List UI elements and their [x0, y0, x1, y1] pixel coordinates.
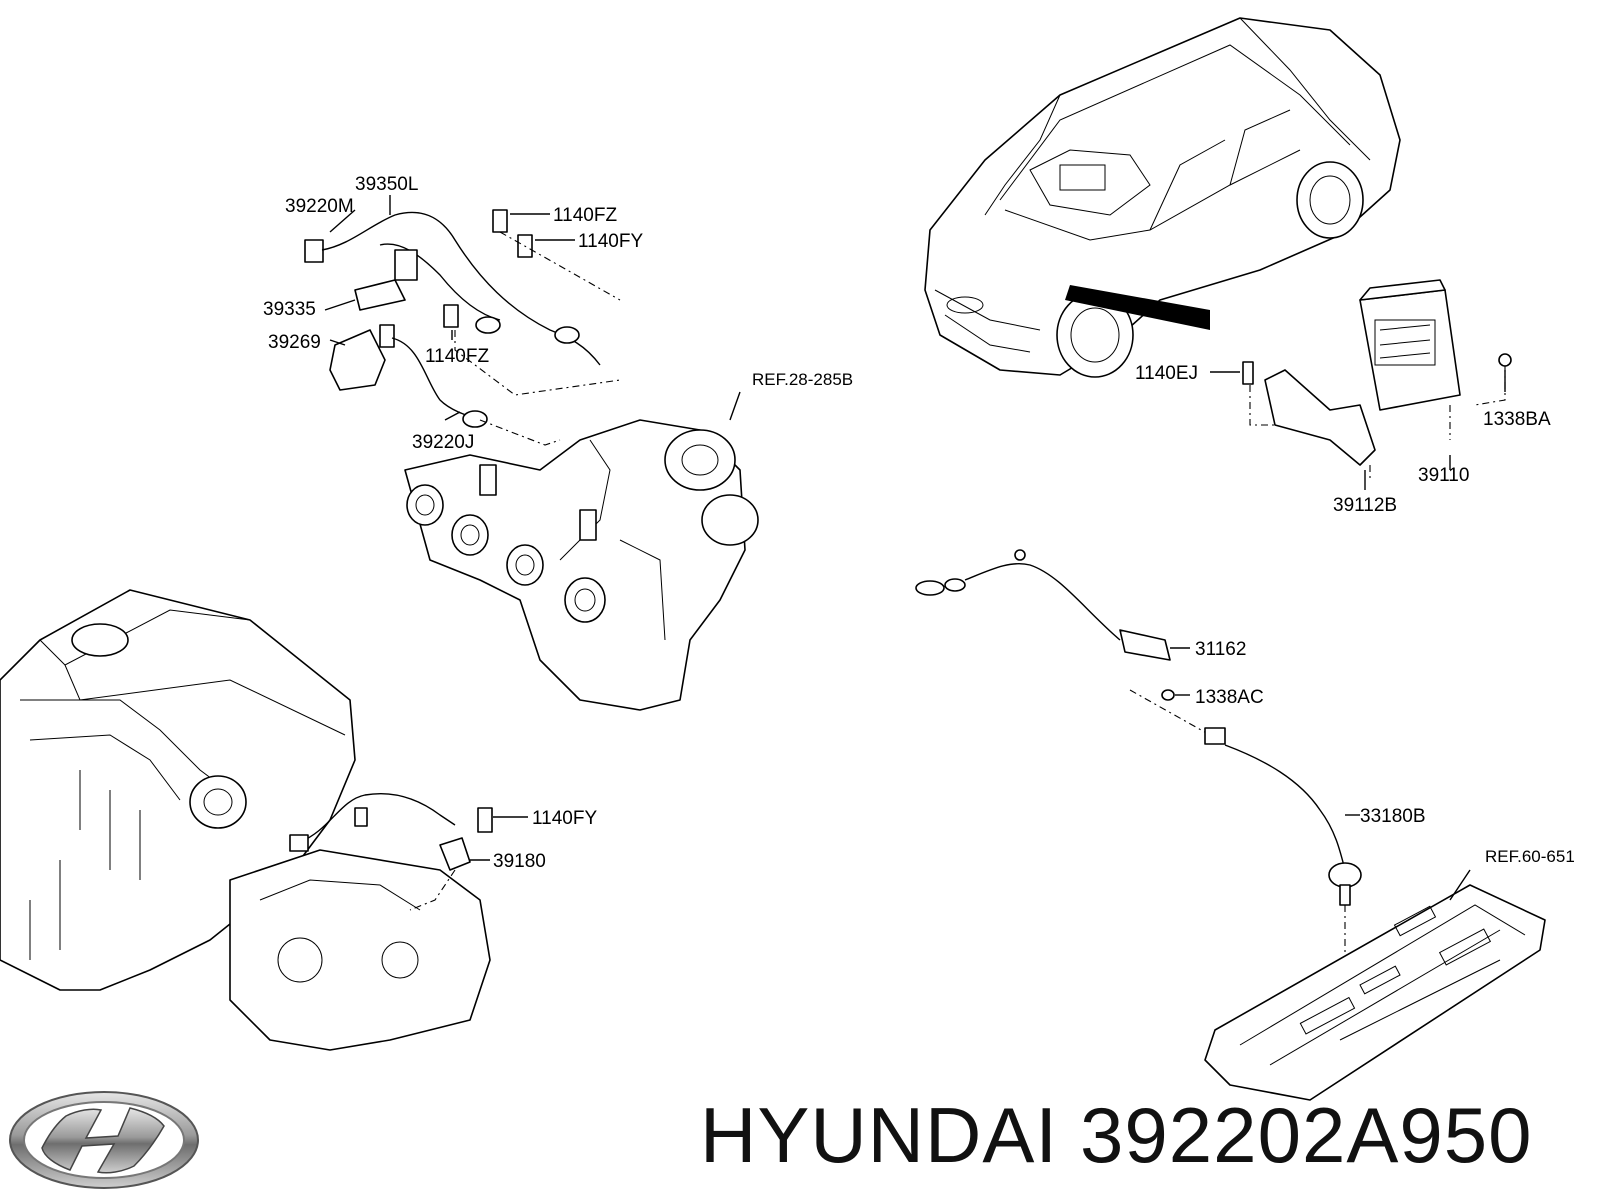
- callout-1338BA: 1338BA: [1483, 409, 1551, 430]
- callout-ref-60-651: REF.60-651: [1485, 847, 1575, 866]
- o2-sensor-assembly: [304, 209, 621, 446]
- callout-39180: 39180: [493, 851, 546, 872]
- callout-ref-28-285B: REF.28-285B: [752, 370, 853, 389]
- callout-39112B: 39112B: [1333, 495, 1397, 516]
- callout-39335: 39335: [263, 299, 316, 320]
- callout-1338AC: 1338AC: [1195, 687, 1264, 708]
- callout-1140EJ: 1140EJ: [1135, 363, 1198, 384]
- callout-1140FZ-lower: 1140FZ: [425, 346, 489, 367]
- callout-39110: 39110: [1418, 465, 1469, 486]
- engine-block: [0, 589, 491, 1051]
- hyundai-logo-icon: [9, 1091, 199, 1189]
- callout-1140FY-lower: 1140FY: [532, 808, 597, 829]
- rear-o2-sensor: [915, 549, 1362, 1060]
- exhaust-manifold: [404, 419, 759, 711]
- callout-39350L: 39350L: [355, 174, 418, 195]
- sensor-39180: [289, 793, 493, 911]
- callout-39220J: 39220J: [412, 432, 474, 453]
- part-number: 392202A950: [1080, 1091, 1533, 1179]
- vehicle-illustration: [924, 17, 1401, 378]
- floor-pan: [1204, 884, 1546, 1101]
- brand-name: HYUNDAI: [700, 1091, 1059, 1179]
- callout-31162: 31162: [1195, 639, 1246, 660]
- callout-labels: 39350L 39220M 1140FZ 1140FY 39335 39269 …: [263, 174, 1575, 872]
- callout-1140FZ-upper: 1140FZ: [553, 205, 617, 226]
- ecu-module: [1242, 279, 1512, 480]
- callout-1140FY-upper: 1140FY: [578, 231, 643, 252]
- callout-39269: 39269: [268, 332, 321, 353]
- leader-lines: [324, 195, 1506, 901]
- callout-33180B: 33180B: [1360, 806, 1426, 827]
- callout-39220M: 39220M: [285, 196, 354, 217]
